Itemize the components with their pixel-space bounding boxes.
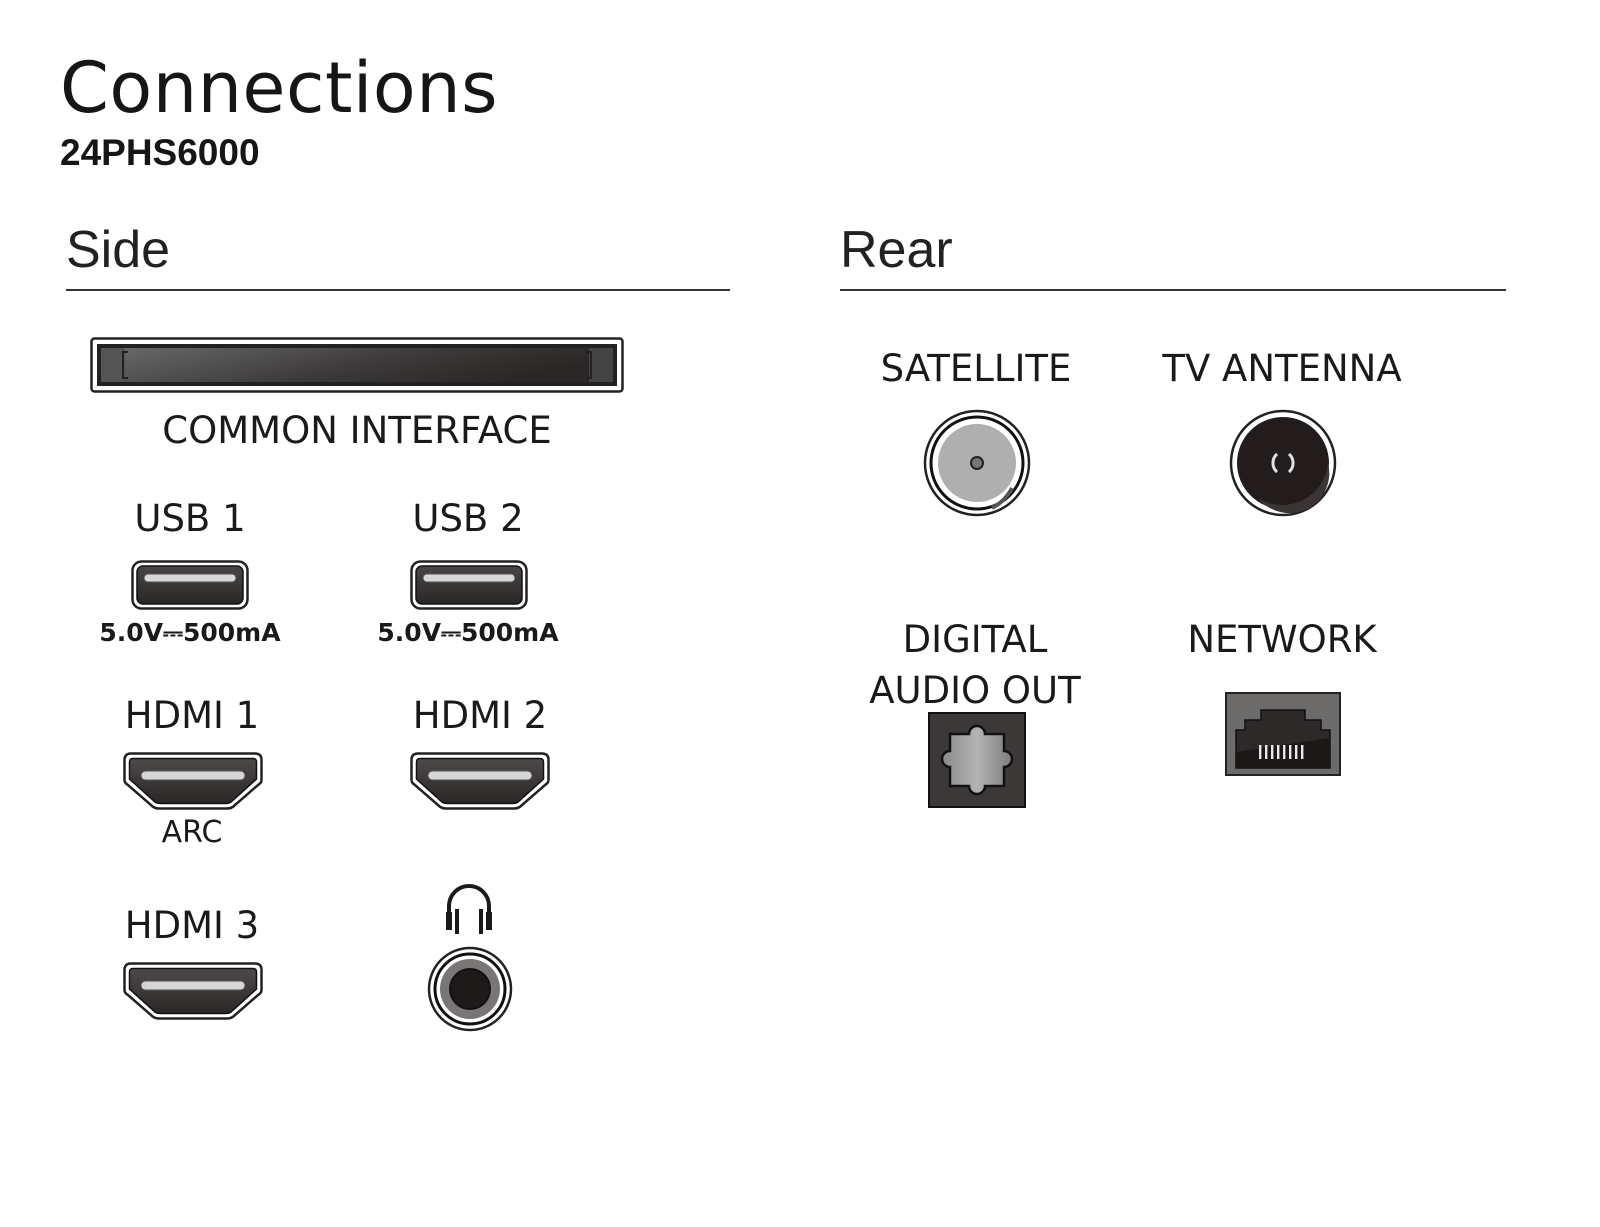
ci-slot-icon [90, 337, 624, 393]
optical-port-icon [928, 712, 1026, 808]
usb2-power-spec: 5.0V⎓500mA [377, 618, 559, 647]
page-title: Connections [60, 47, 499, 129]
usb-port-icon [131, 560, 249, 610]
side-divider [66, 289, 730, 291]
hdmi-port-icon [410, 752, 550, 810]
usb2-label: USB 2 [412, 497, 524, 540]
section-side-heading: Side [66, 221, 171, 279]
digital-audio-out-label-line2: AUDIO OUT [869, 669, 1081, 712]
satellite-connector-icon [922, 408, 1032, 518]
hdmi1-label: HDMI 1 [124, 694, 260, 737]
common-interface-label: COMMON INTERFACE [162, 409, 552, 452]
tv-antenna-label: TV ANTENNA [1162, 347, 1402, 390]
audio-jack-icon [427, 946, 513, 1032]
digital-audio-out-label-line1: DIGITAL [902, 618, 1048, 661]
hdmi2-label: HDMI 2 [412, 694, 548, 737]
usb1-power-spec: 5.0V⎓500mA [99, 618, 281, 647]
hdmi-port-icon [123, 962, 263, 1020]
hdmi3-label: HDMI 3 [124, 904, 260, 947]
network-label: NETWORK [1187, 618, 1377, 661]
headphones-icon [442, 882, 496, 938]
ethernet-port-icon [1225, 692, 1341, 776]
hdmi-port-icon [123, 752, 263, 810]
hdmi1-arc-label: ARC [161, 815, 223, 850]
satellite-label: SATELLITE [880, 347, 1072, 390]
usb-port-icon [410, 560, 528, 610]
usb1-label: USB 1 [134, 497, 246, 540]
section-rear-heading: Rear [840, 221, 953, 279]
antenna-connector-icon [1228, 408, 1338, 518]
model-number: 24PHS6000 [60, 132, 260, 173]
rear-divider [840, 289, 1506, 291]
